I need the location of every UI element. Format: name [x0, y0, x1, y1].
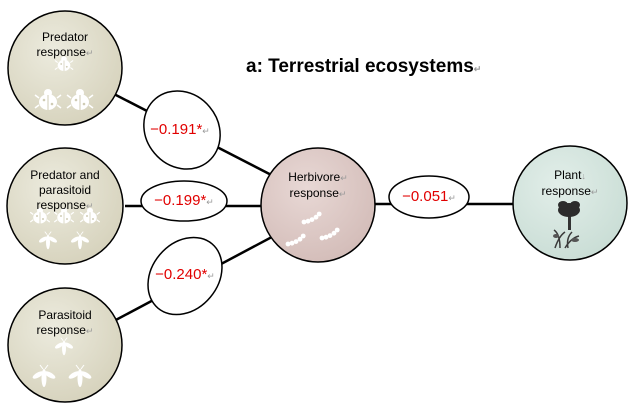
- coef-ellipse-predator-parasitoid: [140, 180, 228, 222]
- predator-parasitoid-label: Predator and parasitoid response↵: [30, 168, 100, 212]
- title-text: a: Terrestrial ecosystems: [246, 56, 474, 77]
- coef-ellipse-predator: [143, 90, 221, 170]
- plant-label: Plant↓ response↵: [541, 168, 599, 198]
- tree-icon: [558, 201, 580, 230]
- coef-herbivore-plant: −0.051↵: [402, 188, 456, 205]
- predator-label: Predator response↵: [36, 30, 94, 59]
- coef-ellipse-parasitoid: [147, 236, 223, 316]
- coef-predator-herbivore: −0.191*↵: [150, 121, 210, 138]
- return-mark: ↵: [473, 64, 482, 74]
- herbivore-node: [260, 147, 376, 263]
- grass-icon: [553, 229, 580, 249]
- coef-predator-parasitoid-herbivore: −0.199*↵: [154, 192, 214, 209]
- coef-ellipse-herbivore-plant: [388, 175, 470, 219]
- diagram-title: a: Terrestrial ecosystems↵: [246, 56, 481, 78]
- parasitoid-label: Parasitoid response↵: [36, 308, 94, 337]
- herbivore-label: Herbivore↵ response↵: [288, 170, 348, 200]
- coef-parasitoid-herbivore: −0.240*↵: [155, 266, 215, 283]
- predator-parasitoid-node: [6, 147, 124, 265]
- plant-node: [512, 145, 628, 261]
